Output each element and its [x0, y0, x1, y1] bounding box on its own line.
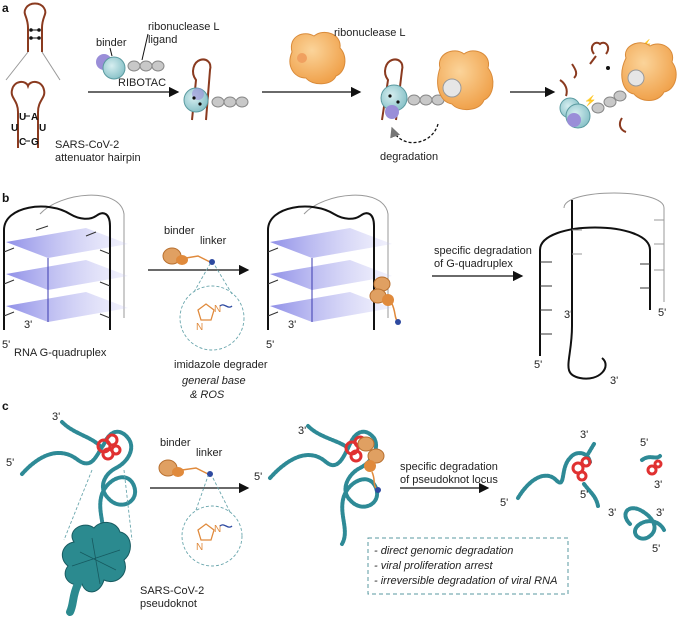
nuc-u3: U — [39, 123, 46, 134]
viral-rna-left — [20, 420, 138, 542]
quad-label: RNA G-quadruplex — [14, 347, 107, 359]
quad-bound-5-end: 5' — [266, 339, 274, 351]
quad-bound-3-end: 3' — [288, 319, 296, 331]
nuc-a: A — [31, 112, 38, 123]
rna-left-5-end: 5' — [6, 457, 14, 469]
degrader-label: imidazole degrader — [174, 359, 268, 371]
frag-3-end-b: 3' — [608, 507, 616, 519]
quad-5-end: 5' — [2, 339, 10, 351]
g-quadruplex-unfolded — [539, 192, 665, 380]
panel-b-label: b — [2, 191, 9, 205]
frag-5-end-b: 5' — [580, 489, 588, 501]
svg-text:N: N — [214, 524, 221, 535]
panel-a-label: a — [2, 1, 9, 15]
degraded-products: ⚡ ⚡ — [559, 38, 677, 133]
linker-label-b: linker — [200, 235, 227, 247]
frag-5-end-c: 5' — [640, 437, 648, 449]
summary-item-3: - irreversible degradation of viral RNA — [374, 575, 557, 587]
summary-box — [367, 537, 569, 595]
hairpin-subtitle: attenuator hairpin — [55, 152, 141, 164]
g-quadruplex-bound — [267, 194, 401, 330]
g-quadruplex-left — [3, 194, 128, 330]
nuc-g: G — [31, 137, 39, 148]
rna-fragments — [516, 442, 666, 541]
complex-bound — [183, 58, 249, 121]
svg-text:N: N — [196, 322, 203, 333]
pseudoknot-red — [96, 433, 122, 461]
specific-degradation-c-line2: of pseudoknot locus — [400, 474, 498, 486]
degradation-label: degradation — [380, 151, 438, 163]
rna-bound-5-end: 5' — [254, 471, 262, 483]
pseudoknot-subtitle: pseudoknot — [140, 598, 197, 610]
imidazole-structure-c: N N — [196, 523, 233, 553]
linker-label-c: linker — [196, 447, 223, 459]
degrader-molecule-c — [158, 459, 213, 477]
ternary-complex — [380, 50, 494, 121]
frag-3-end-a: 3' — [580, 429, 588, 441]
frag-3-end-d: 3' — [656, 507, 664, 519]
pseudoknot-mesh — [61, 522, 131, 616]
specific-degradation-b-line2: of G-quadruplex — [434, 258, 513, 270]
unfold-3-end-a: 3' — [564, 309, 572, 321]
ligand-label-line2: ligand — [148, 34, 177, 46]
ligand-label-line1: ribonuclease L — [148, 21, 220, 33]
svg-text:⚡: ⚡ — [584, 94, 596, 107]
nuc-u1: U — [19, 112, 26, 123]
svg-text:N: N — [214, 304, 221, 315]
mechanism-line2: & ROS — [190, 389, 225, 401]
panel-c-label: c — [2, 399, 9, 413]
frag-5-end-d: 5' — [652, 543, 660, 555]
unfold-5-end-b: 5' — [534, 359, 542, 371]
summary-item-2: - viral proliferation arrest — [374, 560, 494, 572]
nuc-c: C — [19, 137, 26, 148]
ribotac-molecule — [96, 54, 165, 80]
unfold-5-end-a: 5' — [658, 307, 666, 319]
rna-bound-3-end: 3' — [298, 425, 306, 437]
ribotac-label: RIBOTAC — [118, 77, 166, 89]
rnasel-label: ribonuclease L — [334, 27, 406, 39]
hairpin-small — [23, 2, 47, 52]
degrader-molecule-b — [162, 247, 215, 265]
pseudoknot-title: SARS-CoV-2 — [140, 585, 204, 597]
mechanism-line1: general base — [182, 375, 246, 387]
unfold-3-end-b: 3' — [610, 375, 618, 387]
frag-3-end-c: 3' — [654, 479, 662, 491]
viral-rna-bound — [268, 424, 385, 546]
nuc-u2: U — [11, 123, 18, 134]
hairpin-large: U A U U C G — [10, 80, 46, 148]
imidazole-structure-b: N N — [196, 303, 233, 333]
specific-degradation-b-line1: specific degradation — [434, 245, 532, 257]
binder-label-b: binder — [164, 225, 195, 237]
quad-3-end: 3' — [24, 319, 32, 331]
binder-label-a: binder — [96, 37, 127, 49]
frag-5-end-a: 5' — [500, 497, 508, 509]
rna-left-3-end: 3' — [52, 411, 60, 423]
svg-text:N: N — [196, 542, 203, 553]
summary-item-1: - direct genomic degradation — [374, 545, 513, 557]
hairpin-title: SARS-CoV-2 — [55, 139, 119, 151]
specific-degradation-c-line1: specific degradation — [400, 461, 498, 473]
binder-label-c: binder — [160, 437, 191, 449]
rnasel-free — [289, 32, 346, 85]
